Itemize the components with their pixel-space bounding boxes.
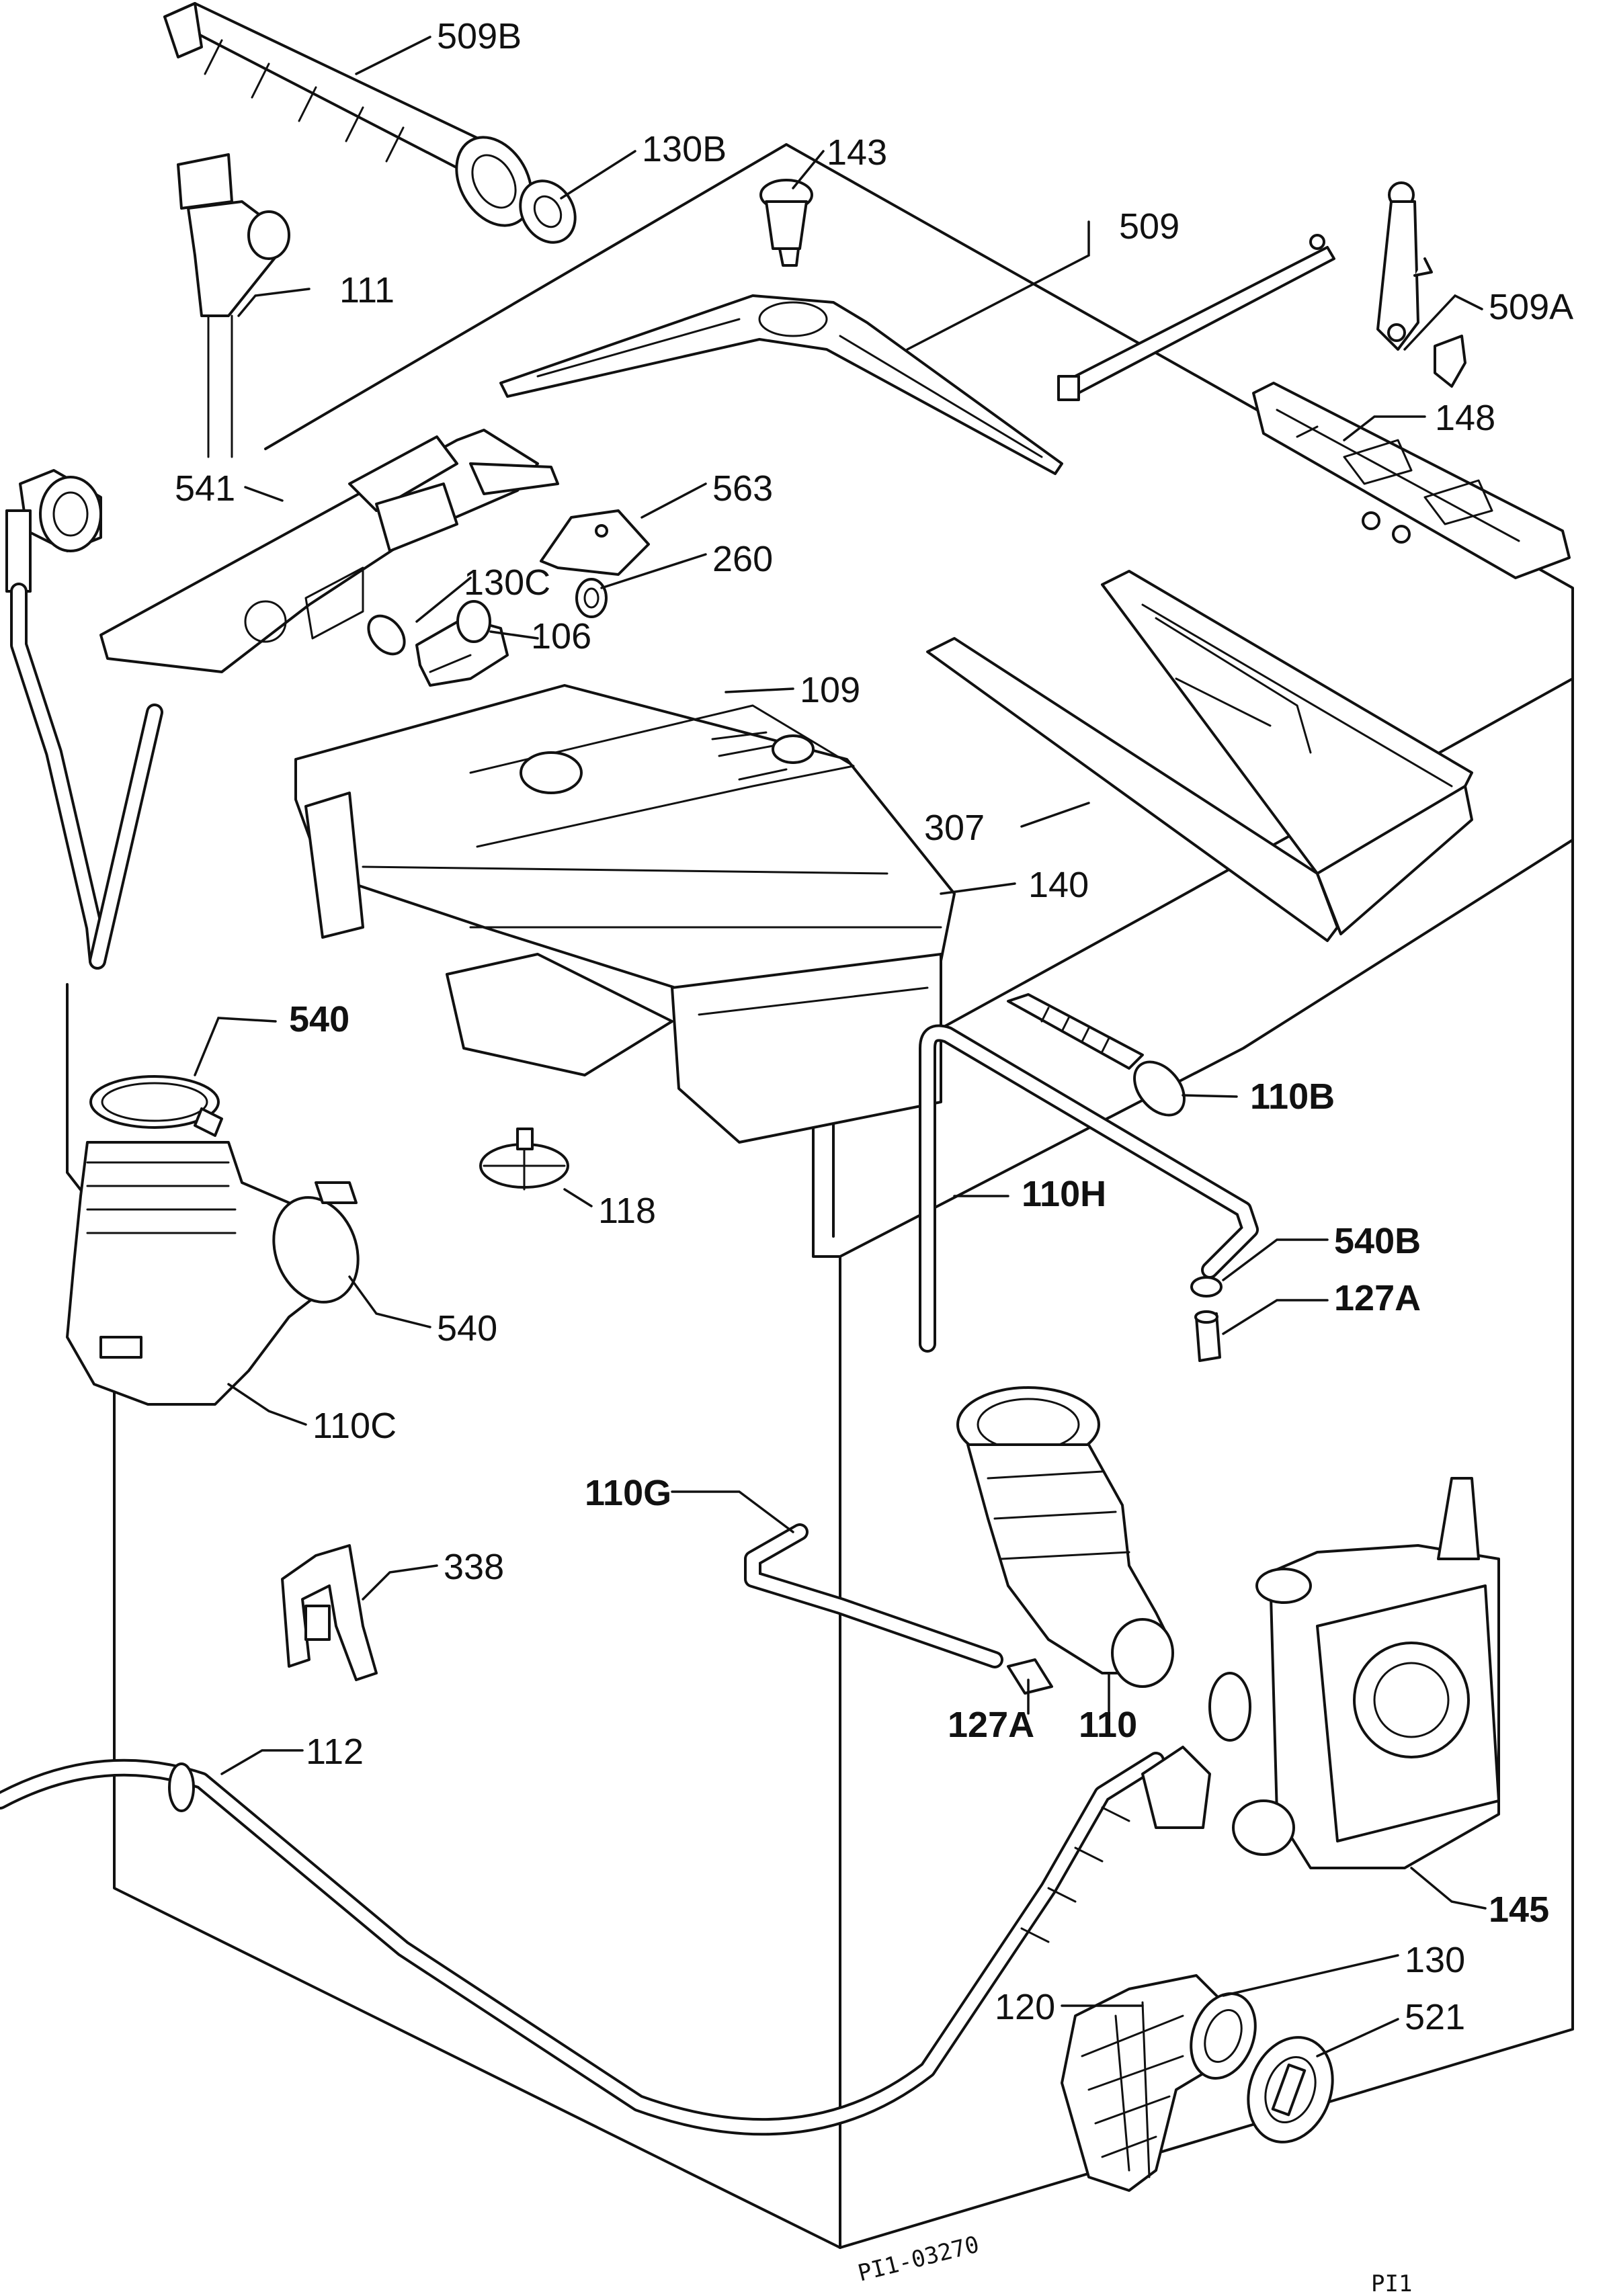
drain-hose-112 xyxy=(0,1746,1211,2136)
knob-143 xyxy=(759,179,813,267)
valve-111 xyxy=(177,153,290,458)
label-127a-right: 127A xyxy=(1334,1278,1421,1318)
connector-127a-right xyxy=(1194,1310,1221,1362)
drawer-307 xyxy=(926,570,1473,942)
inlet-hose-541 xyxy=(5,469,163,970)
bracket-338 xyxy=(281,1544,378,1681)
connector-127a-bottom xyxy=(1007,1658,1053,1695)
label-563: 563 xyxy=(712,468,773,509)
label-127a-bottom: 127A xyxy=(948,1705,1034,1745)
label-130: 130 xyxy=(1405,1940,1465,1980)
clamp-540-top xyxy=(89,1075,223,1137)
lever-509a xyxy=(1376,181,1466,388)
label-148: 148 xyxy=(1435,398,1495,438)
label-540b: 540B xyxy=(1334,1221,1421,1261)
rod-509 xyxy=(1057,234,1335,401)
label-140: 140 xyxy=(1028,865,1089,905)
label-143: 143 xyxy=(827,132,887,173)
hose-110h xyxy=(919,1024,1259,1353)
label-110: 110 xyxy=(1079,1705,1137,1745)
label-130c: 130C xyxy=(464,562,550,603)
label-145: 145 xyxy=(1489,1889,1549,1930)
inlet-pipe-509b xyxy=(163,2,533,227)
clip-540b xyxy=(1190,1276,1223,1298)
lever-509 xyxy=(499,294,1063,475)
drawing-code: PI1-03270 xyxy=(856,2231,982,2287)
label-509: 509 xyxy=(1119,206,1180,247)
label-112: 112 xyxy=(306,1732,364,1772)
handle-148 xyxy=(1252,382,1571,579)
hose-110b xyxy=(1007,993,1186,1117)
label-118: 118 xyxy=(598,1191,656,1231)
label-110g: 110G xyxy=(585,1473,671,1513)
label-307: 307 xyxy=(924,808,985,848)
clamp-540-side xyxy=(315,1181,358,1204)
label-120: 120 xyxy=(995,1987,1055,2027)
label-106: 106 xyxy=(531,616,591,656)
label-110c: 110C xyxy=(313,1406,397,1446)
label-110b: 110B xyxy=(1250,1076,1335,1117)
label-540-side: 540 xyxy=(437,1308,497,1349)
label-338: 338 xyxy=(444,1547,504,1587)
pump-145 xyxy=(1208,1477,1500,1869)
label-541: 541 xyxy=(175,468,235,509)
seal-130 xyxy=(1190,1992,1257,2080)
cover-563 xyxy=(540,509,650,576)
dispenser-housing-109 xyxy=(294,684,956,1144)
cap-521 xyxy=(1247,2036,1334,2143)
seal-130b xyxy=(519,179,577,244)
bracket-541 xyxy=(99,429,559,673)
elbow-hose-110 xyxy=(956,1386,1174,1688)
callout-labels: 509B 130B 143 509 111 509A 148 541 563 2… xyxy=(175,16,1573,2037)
label-521: 521 xyxy=(1405,1997,1465,2037)
coupling-106 xyxy=(415,600,509,687)
drain-knob-118 xyxy=(479,1128,569,1191)
leader-lines xyxy=(194,36,1487,2057)
page-code: PI1 xyxy=(1371,2270,1412,2296)
label-111: 111 xyxy=(339,270,395,310)
label-110h: 110H xyxy=(1022,1174,1106,1214)
label-130b: 130B xyxy=(642,129,727,169)
label-540-top: 540 xyxy=(289,999,349,1039)
label-109: 109 xyxy=(800,670,860,710)
label-260: 260 xyxy=(712,539,773,579)
seal-130c xyxy=(367,614,406,656)
sump-pipe-110c xyxy=(66,1141,360,1406)
spring-260 xyxy=(575,578,608,618)
hose-110g xyxy=(744,1523,1003,1668)
label-509b: 509B xyxy=(437,16,522,56)
label-509a: 509A xyxy=(1489,287,1573,327)
